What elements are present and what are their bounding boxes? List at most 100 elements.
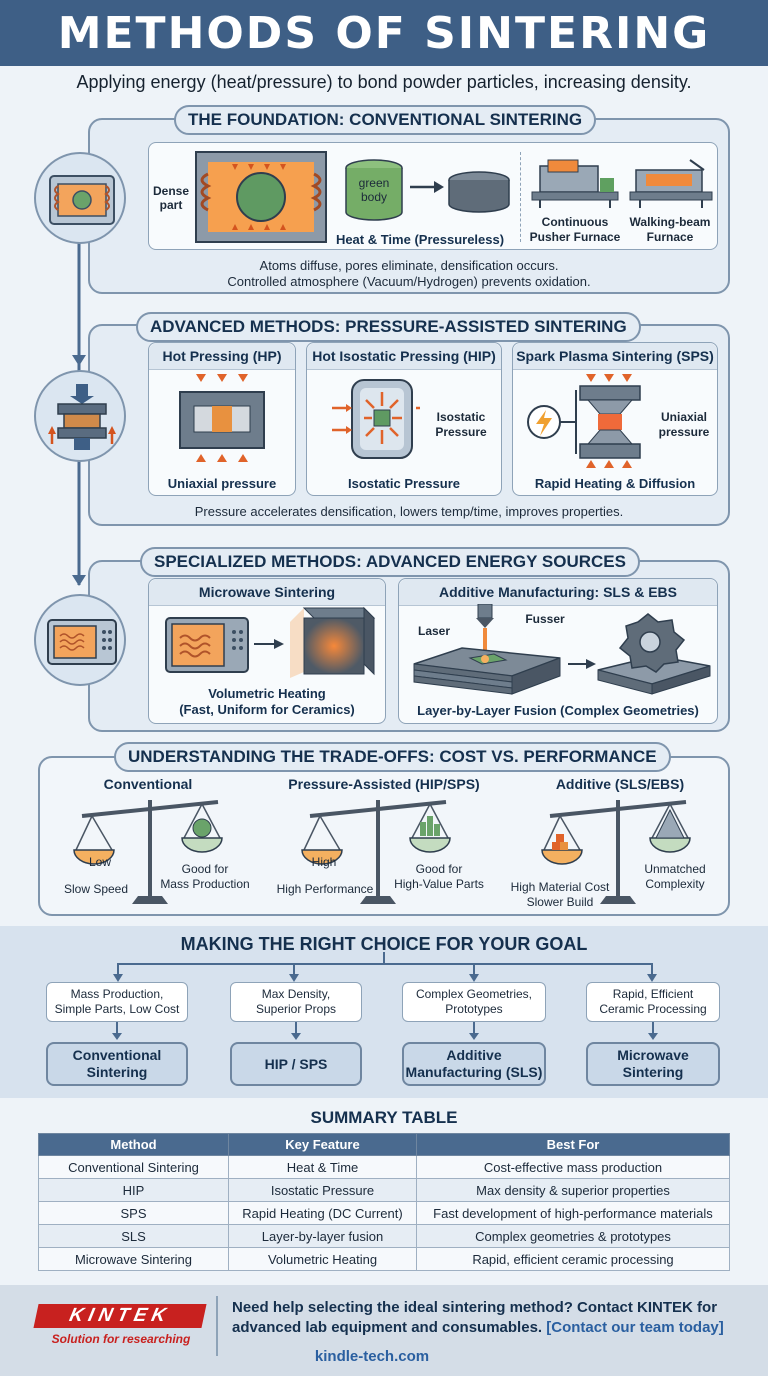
- pressure-section-title: ADVANCED METHODS: PRESSURE-ASSISTED SINT…: [136, 312, 641, 342]
- summary-title: SUMMARY TABLE: [310, 1108, 458, 1127]
- goal-box-2: Max Density, Superior Props: [230, 982, 362, 1022]
- header-method: Method: [38, 1133, 229, 1156]
- green-body-icon: [345, 159, 403, 221]
- sps-title: Spark Plasma Sintering (SPS): [513, 343, 717, 370]
- cta-text: Need help selecting the ideal sintering …: [232, 1299, 718, 1336]
- header-key-feature: Key Feature: [228, 1133, 417, 1156]
- pusher-furnace-label: Continuous Pusher Furnace: [529, 215, 621, 244]
- contact-cta: Need help selecting the ideal sintering …: [232, 1298, 742, 1338]
- footer-divider: [216, 1296, 218, 1356]
- scale-title-conventional: Conventional: [103, 776, 193, 792]
- specialized-section-title: SPECIALIZED METHODS: ADVANCED ENERGY SOU…: [140, 547, 640, 577]
- microwave-panel: Microwave Sintering: [148, 578, 386, 724]
- table-cell: Rapid, efficient ceramic processing: [416, 1247, 730, 1271]
- logo-tagline: Solution for researching: [51, 1332, 191, 1346]
- table-row: Microwave Sintering Volumetric Heating R…: [38, 1247, 730, 1271]
- table-row: Conventional Sintering Heat & Time Cost-…: [38, 1155, 730, 1179]
- conventional-note-2: Controlled atmosphere (Vacuum/Hydrogen) …: [227, 274, 591, 289]
- complex-part-icon: [597, 613, 711, 695]
- website-link[interactable]: kindle-tech.com: [314, 1348, 430, 1365]
- microwave-caption: Volumetric Heating (Fast, Uniform for Ce…: [179, 686, 355, 717]
- sls-printer-icon: [413, 604, 561, 695]
- goal-box-3: Complex Geometries, Prototypes: [402, 982, 546, 1022]
- scale-left-label-pressure: High Performance: [276, 882, 374, 896]
- scale-icon: [301, 800, 451, 904]
- sps-side-label: Uniaxial pressure: [658, 410, 710, 439]
- conventional-section-title: THE FOUNDATION: CONVENTIONAL SINTERING: [174, 105, 597, 135]
- panel-divider: [520, 152, 521, 242]
- table-cell: Cost-effective mass production: [416, 1155, 730, 1179]
- heated-cube-icon: [290, 606, 376, 678]
- furnace-circle-icon: [34, 152, 126, 244]
- table-cell: Layer-by-layer fusion: [228, 1224, 417, 1248]
- goal-to-method-arrows: [112, 1022, 658, 1040]
- table-cell: Complex geometries & prototypes: [416, 1224, 730, 1248]
- table-cell: Microwave Sintering: [38, 1247, 229, 1271]
- scale-title-additive: Additive (SLS/EBS): [555, 776, 685, 792]
- summary-table: Method Key Feature Best For Conventional…: [38, 1133, 730, 1271]
- summary-header-row: Method Key Feature Best For: [38, 1133, 730, 1156]
- arrow-right-icon: [410, 181, 444, 193]
- pusher-furnace-icon: [531, 159, 619, 208]
- conventional-note-1: Atoms diffuse, pores eliminate, densific…: [259, 258, 559, 273]
- scale-icon: [541, 800, 691, 904]
- table-cell: SLS: [38, 1224, 229, 1248]
- goal-box-1: Mass Production, Simple Parts, Low Cost: [46, 982, 188, 1022]
- table-cell: Conventional Sintering: [38, 1155, 229, 1179]
- table-row: HIP Isostatic Pressure Max density & sup…: [38, 1178, 730, 1202]
- scale-right-label-pressure: Good for High-Value Parts: [394, 862, 484, 891]
- scale-right-label-conventional: Good for Mass Production: [160, 862, 250, 891]
- table-cell: Fast development of high-performance mat…: [416, 1201, 730, 1225]
- scale-pan-left-pressure: High: [311, 855, 337, 869]
- sps-caption: Rapid Heating & Diffusion: [534, 476, 696, 491]
- goal-box-4: Rapid, Efficient Ceramic Processing: [586, 982, 720, 1022]
- hp-title: Hot Pressing (HP): [149, 343, 295, 370]
- scale-left-label-conventional: Slow Speed: [63, 882, 129, 896]
- microwave-title: Microwave Sintering: [149, 579, 385, 606]
- table-cell: Heat & Time: [228, 1155, 417, 1179]
- hip-vessel-icon: [332, 379, 420, 459]
- method-box-hip-sps: HIP / SPS: [230, 1042, 362, 1086]
- table-cell: Rapid Heating (DC Current): [228, 1201, 417, 1225]
- microwave-circle-icon: [34, 594, 126, 686]
- subtitle: Applying energy (heat/pressure) to bond …: [76, 72, 692, 92]
- table-cell: Isostatic Pressure: [228, 1178, 417, 1202]
- scale-title-pressure: Pressure-Assisted (HIP/SPS): [288, 776, 480, 792]
- table-cell: HIP: [38, 1178, 229, 1202]
- scale-pan-left-conventional: Low: [88, 855, 111, 869]
- fusser-label: Fusser: [525, 612, 565, 626]
- scale-left-label-additive: High Material Cost Slower Build: [510, 880, 610, 909]
- method-box-additive: Additive Manufacturing (SLS): [402, 1042, 546, 1086]
- page-title: METHODS OF SINTERING: [57, 7, 711, 59]
- heat-time-label: Heat & Time (Pressureless): [335, 232, 505, 247]
- walking-beam-furnace-icon: [629, 159, 713, 208]
- contact-link[interactable]: [Contact our team today]: [546, 1319, 724, 1336]
- walking-beam-furnace-label: Walking-beam Furnace: [629, 215, 711, 244]
- dense-part-label: Dense part: [152, 184, 190, 212]
- method-box-microwave: Microwave Sintering: [586, 1042, 720, 1086]
- hp-caption: Uniaxial pressure: [167, 476, 277, 491]
- dense-disc-icon: [448, 171, 510, 213]
- choice-connector-tree: [113, 952, 657, 982]
- table-cell: Max density & superior properties: [416, 1178, 730, 1202]
- arrow-right-icon: [568, 659, 596, 669]
- green-body-label: green body: [358, 176, 390, 204]
- scale-right-label-additive: Unmatched Complexity: [644, 862, 706, 891]
- header-banner: METHODS OF SINTERING: [0, 0, 768, 66]
- footer: [0, 1285, 768, 1376]
- am-title: Additive Manufacturing: SLS & EBS: [399, 579, 717, 606]
- scale-icon: [73, 800, 223, 904]
- choice-section-title: MAKING THE RIGHT CHOICE FOR YOUR GOAL: [180, 934, 588, 954]
- header-best-for: Best For: [416, 1133, 730, 1156]
- hot-press-icon: [179, 374, 265, 462]
- kintek-logo[interactable]: KINTEK: [33, 1304, 207, 1328]
- hip-side-label: Isostatic Pressure: [435, 410, 487, 439]
- microwave-oven-icon: [165, 617, 249, 673]
- press-circle-icon: [34, 370, 126, 462]
- table-row: SLS Layer-by-layer fusion Complex geomet…: [38, 1224, 730, 1248]
- am-caption: Layer-by-Layer Fusion (Complex Geometrie…: [417, 703, 699, 718]
- table-cell: Volumetric Heating: [228, 1247, 417, 1271]
- method-box-conventional: Conventional Sintering: [46, 1042, 188, 1086]
- arrow-right-icon: [254, 639, 284, 649]
- sps-icon: [527, 374, 641, 468]
